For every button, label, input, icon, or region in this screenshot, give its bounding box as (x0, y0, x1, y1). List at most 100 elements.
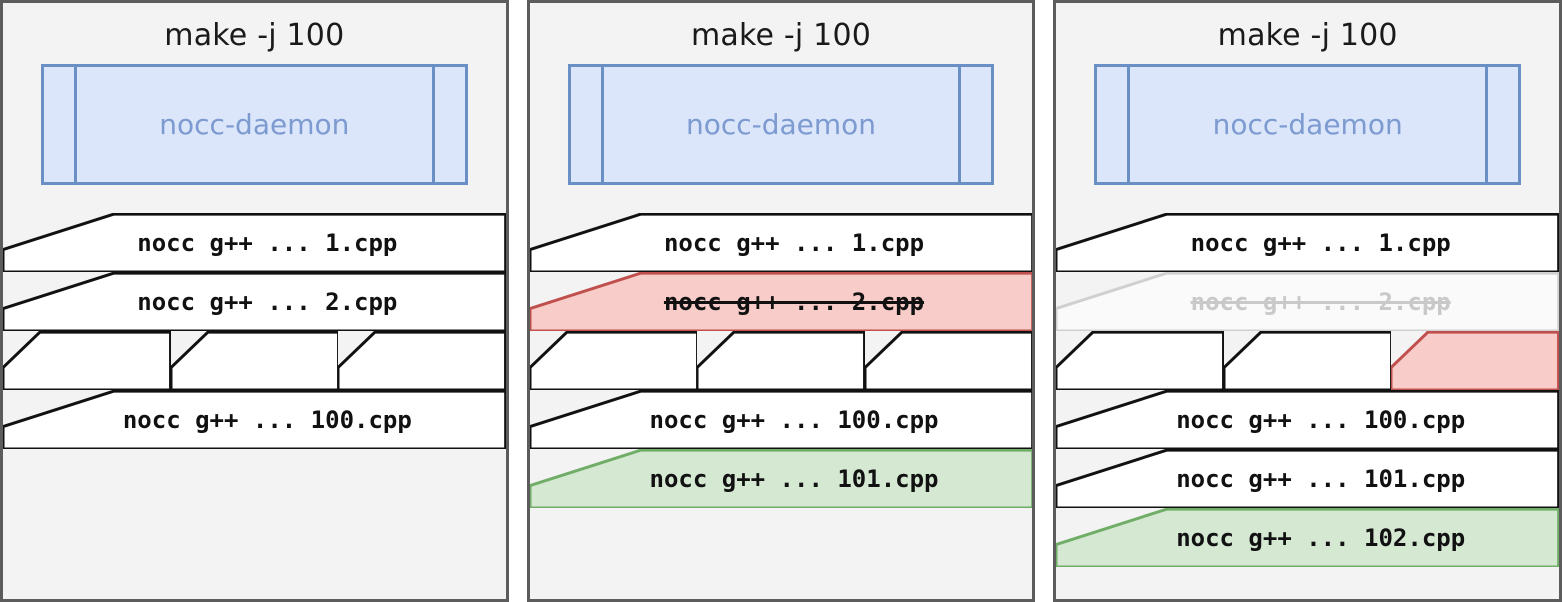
task-cell (864, 331, 1033, 390)
task-row-list: nocc g++ ... 1.cpp nocc g++ ... 2.cpp nocc… (529, 213, 1033, 508)
task-cell-shape (529, 273, 1033, 331)
task-cell-label: nocc g++ ... 1.cpp (137, 228, 398, 257)
task-cell-shape (529, 391, 1033, 449)
task-cell-outline-icon (1056, 390, 1560, 449)
task-cell-shape (864, 332, 1033, 390)
task-cell (338, 331, 506, 390)
task-cell-outline-icon (529, 390, 1033, 449)
task-cell (697, 331, 865, 390)
task-row-list: nocc g++ ... 1.cpp nocc g++ ... 2.cpp nocc… (3, 213, 506, 449)
task-cell-outline-icon (529, 449, 1033, 508)
task-cell-shape (1056, 509, 1560, 567)
task-cell-outline-icon (529, 213, 1033, 272)
task-row: nocc g++ ... 100.cpp (529, 390, 1033, 449)
panel-empty-space (3, 449, 506, 599)
daemon-label: nocc-daemon (685, 108, 877, 141)
task-cell-outline-icon (697, 331, 865, 390)
task-cell-label: nocc g++ ... 2.cpp (1190, 287, 1451, 316)
task-row: nocc g++ ... 100.cpp (3, 390, 506, 449)
task-cell-outline-icon (3, 272, 506, 331)
daemon-label: nocc-daemon (159, 108, 350, 141)
task-cell-shape (1056, 214, 1560, 272)
task-row: nocc g++ ... 101.cpp (529, 449, 1033, 508)
task-cell-outline-icon (3, 390, 506, 449)
task-cell-outline-icon (1223, 331, 1392, 390)
task-cell-label (3, 331, 171, 390)
task-cell (3, 331, 171, 390)
task-cell-shape (3, 332, 171, 390)
task-cell-outline-icon (529, 272, 1033, 331)
task-cell-label (530, 331, 698, 390)
task-cell-label (1224, 331, 1392, 390)
daemon-side-slot (434, 67, 465, 182)
task-cell-outline-icon (1056, 331, 1224, 390)
task-cell-shape (3, 214, 506, 272)
scenario-panel: make -j 100 nocc-daemon nocc g++ ... 1.cpp… (1053, 0, 1562, 602)
daemon-label: nocc-daemon (1212, 108, 1403, 141)
panel-title: make -j 100 (164, 18, 345, 53)
task-row (3, 331, 506, 390)
task-cell: nocc g++ ... 101.cpp (529, 449, 1033, 508)
task-cell-outline-icon (1056, 449, 1560, 508)
task-cell-label: nocc g++ ... 100.cpp (1176, 405, 1466, 434)
task-cell (170, 331, 339, 390)
task-cell-shape (529, 450, 1033, 508)
task-cell-label: nocc g++ ... 100.cpp (122, 405, 412, 434)
task-cell: nocc g++ ... 2.cpp (529, 272, 1033, 331)
task-cell-shape (697, 332, 865, 390)
task-cell-outline-icon (3, 213, 506, 272)
task-row: nocc g++ ... 1.cpp (3, 213, 506, 272)
task-row: nocc g++ ... 101.cpp (1056, 449, 1560, 508)
task-row: nocc g++ ... 1.cpp (529, 213, 1033, 272)
task-row: nocc g++ ... 2.cpp (1056, 272, 1560, 331)
task-cell-label: nocc g++ ... 101.cpp (1176, 464, 1466, 493)
task-row: nocc g++ ... 102.cpp (1056, 508, 1560, 567)
task-cell (529, 331, 698, 390)
task-cell-shape (170, 332, 339, 390)
task-cell: nocc g++ ... 2.cpp (3, 272, 506, 331)
daemon-bar-wrapper: nocc-daemon (3, 64, 506, 185)
daemon-side-slot (961, 67, 992, 182)
task-cell-label: nocc g++ ... 1.cpp (1190, 228, 1451, 257)
nocc-daemon-bar: nocc-daemon (567, 64, 995, 185)
nocc-daemon-bar: nocc-daemon (1094, 64, 1522, 185)
task-cell-shape (1391, 332, 1560, 390)
task-cell (1056, 331, 1224, 390)
task-cell (1391, 331, 1560, 390)
task-cell-outline-icon (1056, 272, 1560, 331)
task-cell-label: nocc g++ ... 2.cpp (663, 287, 925, 316)
task-cell-outline-icon (338, 331, 506, 390)
task-cell-label (697, 331, 865, 390)
task-cell-shape (1056, 450, 1560, 508)
task-cell-outline-icon (1056, 213, 1560, 272)
panel-title: make -j 100 (1217, 18, 1398, 53)
daemon-main-slot: nocc-daemon (600, 67, 962, 182)
task-cell-label (171, 331, 339, 390)
task-cell-label (338, 331, 506, 390)
task-cell-shape (1056, 273, 1560, 331)
daemon-bar-wrapper: nocc-daemon (1056, 64, 1559, 185)
task-cell: nocc g++ ... 1.cpp (529, 213, 1033, 272)
task-cell-label (1391, 331, 1559, 390)
task-cell-label: nocc g++ ... 2.cpp (137, 287, 398, 316)
task-cell-shape (1056, 332, 1224, 390)
task-cell: nocc g++ ... 1.cpp (1056, 213, 1560, 272)
daemon-side-slot (570, 67, 601, 182)
task-cell (1223, 331, 1392, 390)
daemon-side-slot (1097, 67, 1128, 182)
task-cell-outline-icon (1056, 508, 1560, 567)
daemon-side-slot (1488, 67, 1519, 182)
task-cell-shape (338, 332, 506, 390)
task-cell: nocc g++ ... 101.cpp (1056, 449, 1560, 508)
panel-empty-space (1056, 567, 1559, 599)
task-row (1056, 331, 1560, 390)
task-cell: nocc g++ ... 2.cpp (1056, 272, 1560, 331)
task-cell-label: nocc g++ ... 102.cpp (1176, 523, 1466, 552)
nocc-daemon-bar: nocc-daemon (41, 64, 468, 185)
task-cell-label: nocc g++ ... 1.cpp (663, 228, 925, 257)
daemon-main-slot: nocc-daemon (74, 67, 435, 182)
task-row-list: nocc g++ ... 1.cpp nocc g++ ... 2.cpp nocc… (1056, 213, 1560, 567)
task-cell: nocc g++ ... 102.cpp (1056, 508, 1560, 567)
task-cell-outline-icon (864, 331, 1033, 390)
